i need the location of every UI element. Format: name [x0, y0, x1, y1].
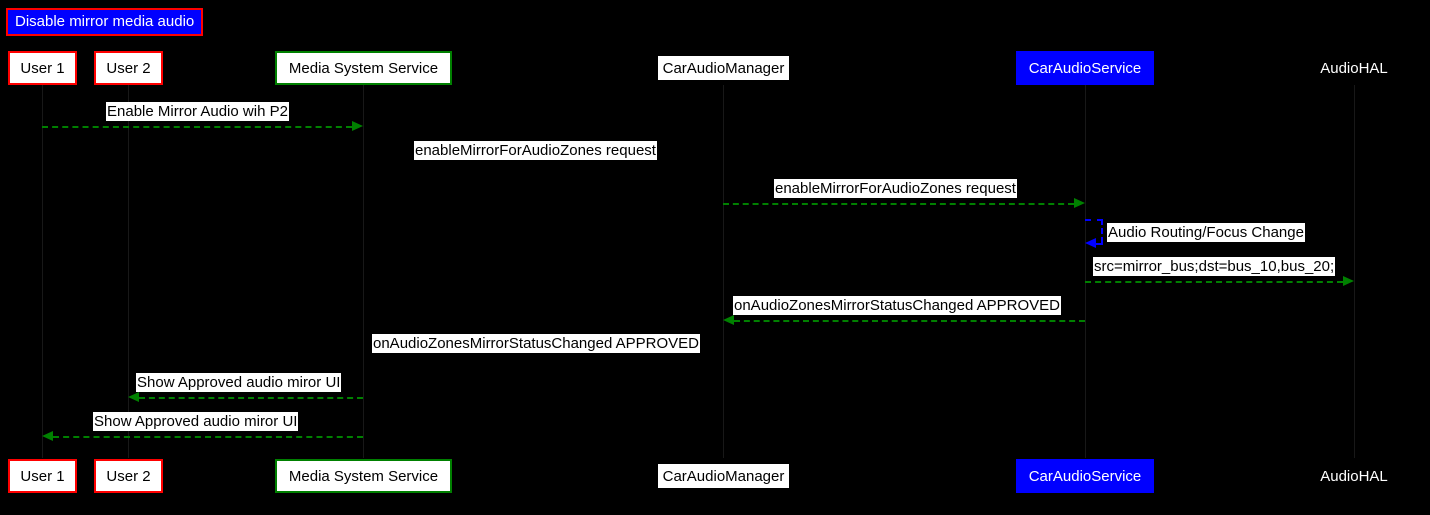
- participant-footer-user-2[interactable]: User 2: [94, 459, 163, 493]
- message-arrowhead-enable-mirror-audio: [352, 121, 363, 131]
- participant-label: AudioHAL: [1320, 59, 1388, 77]
- message-label-show-approved-audio-mirror-ui-2: Show Approved audio miror UI: [93, 412, 299, 431]
- message-label-audio-routing-focus-change: Audio Routing/Focus Change: [1107, 223, 1305, 242]
- participant-label: Media System Service: [288, 59, 439, 77]
- message-arrowhead-src-mirror-bus: [1343, 276, 1354, 286]
- participant-label: User 1: [20, 467, 65, 485]
- participant-header-audio-hal[interactable]: AudioHAL: [1311, 56, 1397, 80]
- self-message-line-bottom-audio-routing: [1096, 243, 1103, 245]
- self-message-line-right-audio-routing: [1101, 219, 1103, 243]
- participant-label: CarAudioService: [1028, 467, 1142, 485]
- lifeline-car-audio-service: [1085, 85, 1086, 458]
- participant-header-user-2[interactable]: User 2: [94, 51, 163, 85]
- message-line-enable-mirror-for-audio-zones-2: [723, 203, 1074, 205]
- participant-header-car-audio-service[interactable]: CarAudioService: [1016, 51, 1154, 85]
- participant-label: CarAudioService: [1028, 59, 1142, 77]
- participant-footer-audio-hal[interactable]: AudioHAL: [1311, 464, 1397, 488]
- lifeline-user-2: [128, 85, 129, 458]
- participant-footer-user-1[interactable]: User 1: [8, 459, 77, 493]
- message-line-show-approved-audio-mirror-ui-2: [53, 436, 363, 438]
- participant-label: User 2: [106, 59, 151, 77]
- participant-footer-car-audio-service[interactable]: CarAudioService: [1016, 459, 1154, 493]
- message-arrowhead-on-audio-zones-mirror-status-changed-1: [723, 315, 734, 325]
- message-label-enable-mirror-for-audio-zones-1: enableMirrorForAudioZones request: [414, 141, 657, 160]
- message-line-on-audio-zones-mirror-status-changed-1: [734, 320, 1085, 322]
- participant-header-media-system-service[interactable]: Media System Service: [275, 51, 452, 85]
- diagram-title: Disable mirror media audio: [6, 8, 204, 36]
- lifeline-car-audio-manager: [723, 85, 724, 458]
- message-label-show-approved-audio-mirror-ui-1: Show Approved audio miror UI: [136, 373, 342, 392]
- message-line-show-approved-audio-mirror-ui-1: [139, 397, 363, 399]
- self-message-arrowhead-audio-routing: [1085, 238, 1096, 248]
- message-arrowhead-show-approved-audio-mirror-ui-2: [42, 431, 53, 441]
- participant-header-user-1[interactable]: User 1: [8, 51, 77, 85]
- message-arrowhead-enable-mirror-for-audio-zones-2: [1074, 198, 1085, 208]
- lifeline-media-system-service: [363, 85, 364, 458]
- message-label-enable-mirror-for-audio-zones-2: enableMirrorForAudioZones request: [774, 179, 1017, 198]
- self-message-line-top-audio-routing: [1085, 219, 1103, 221]
- message-label-on-audio-zones-mirror-status-changed-2: onAudioZonesMirrorStatusChanged APPROVED: [372, 334, 701, 353]
- message-line-enable-mirror-audio: [42, 126, 352, 128]
- lifeline-audio-hal: [1354, 85, 1355, 458]
- participant-footer-media-system-service[interactable]: Media System Service: [275, 459, 452, 493]
- lifeline-user-1: [42, 85, 43, 458]
- participant-header-car-audio-manager[interactable]: CarAudioManager: [658, 56, 789, 80]
- message-arrowhead-show-approved-audio-mirror-ui-1: [128, 392, 139, 402]
- participant-footer-car-audio-manager[interactable]: CarAudioManager: [658, 464, 789, 488]
- message-line-src-mirror-bus: [1085, 281, 1343, 283]
- participant-label: CarAudioManager: [662, 59, 785, 77]
- participant-label: User 2: [106, 467, 151, 485]
- message-label-src-mirror-bus: src=mirror_bus;dst=bus_10,bus_20;: [1093, 257, 1336, 276]
- message-label-on-audio-zones-mirror-status-changed-1: onAudioZonesMirrorStatusChanged APPROVED: [733, 296, 1062, 315]
- message-label-enable-mirror-audio: Enable Mirror Audio wih P2: [106, 102, 289, 121]
- participant-label: User 1: [20, 59, 65, 77]
- participant-label: CarAudioManager: [662, 467, 785, 485]
- participant-label: AudioHAL: [1320, 467, 1388, 485]
- participant-label: Media System Service: [288, 467, 439, 485]
